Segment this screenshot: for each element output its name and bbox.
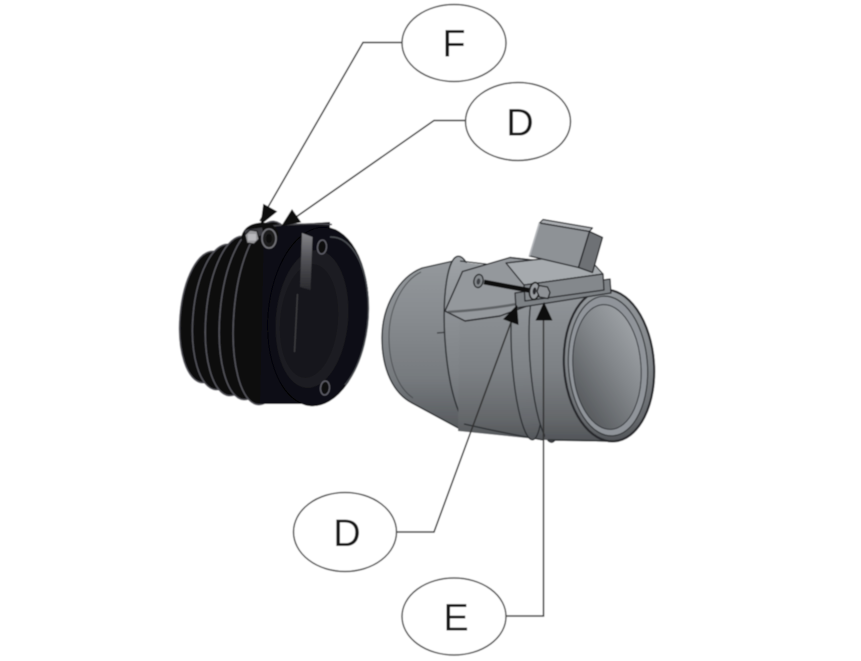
svg-text:D: D	[506, 103, 533, 145]
svg-text:F: F	[442, 24, 465, 66]
svg-text:E: E	[443, 598, 468, 640]
svg-text:D: D	[333, 513, 360, 555]
